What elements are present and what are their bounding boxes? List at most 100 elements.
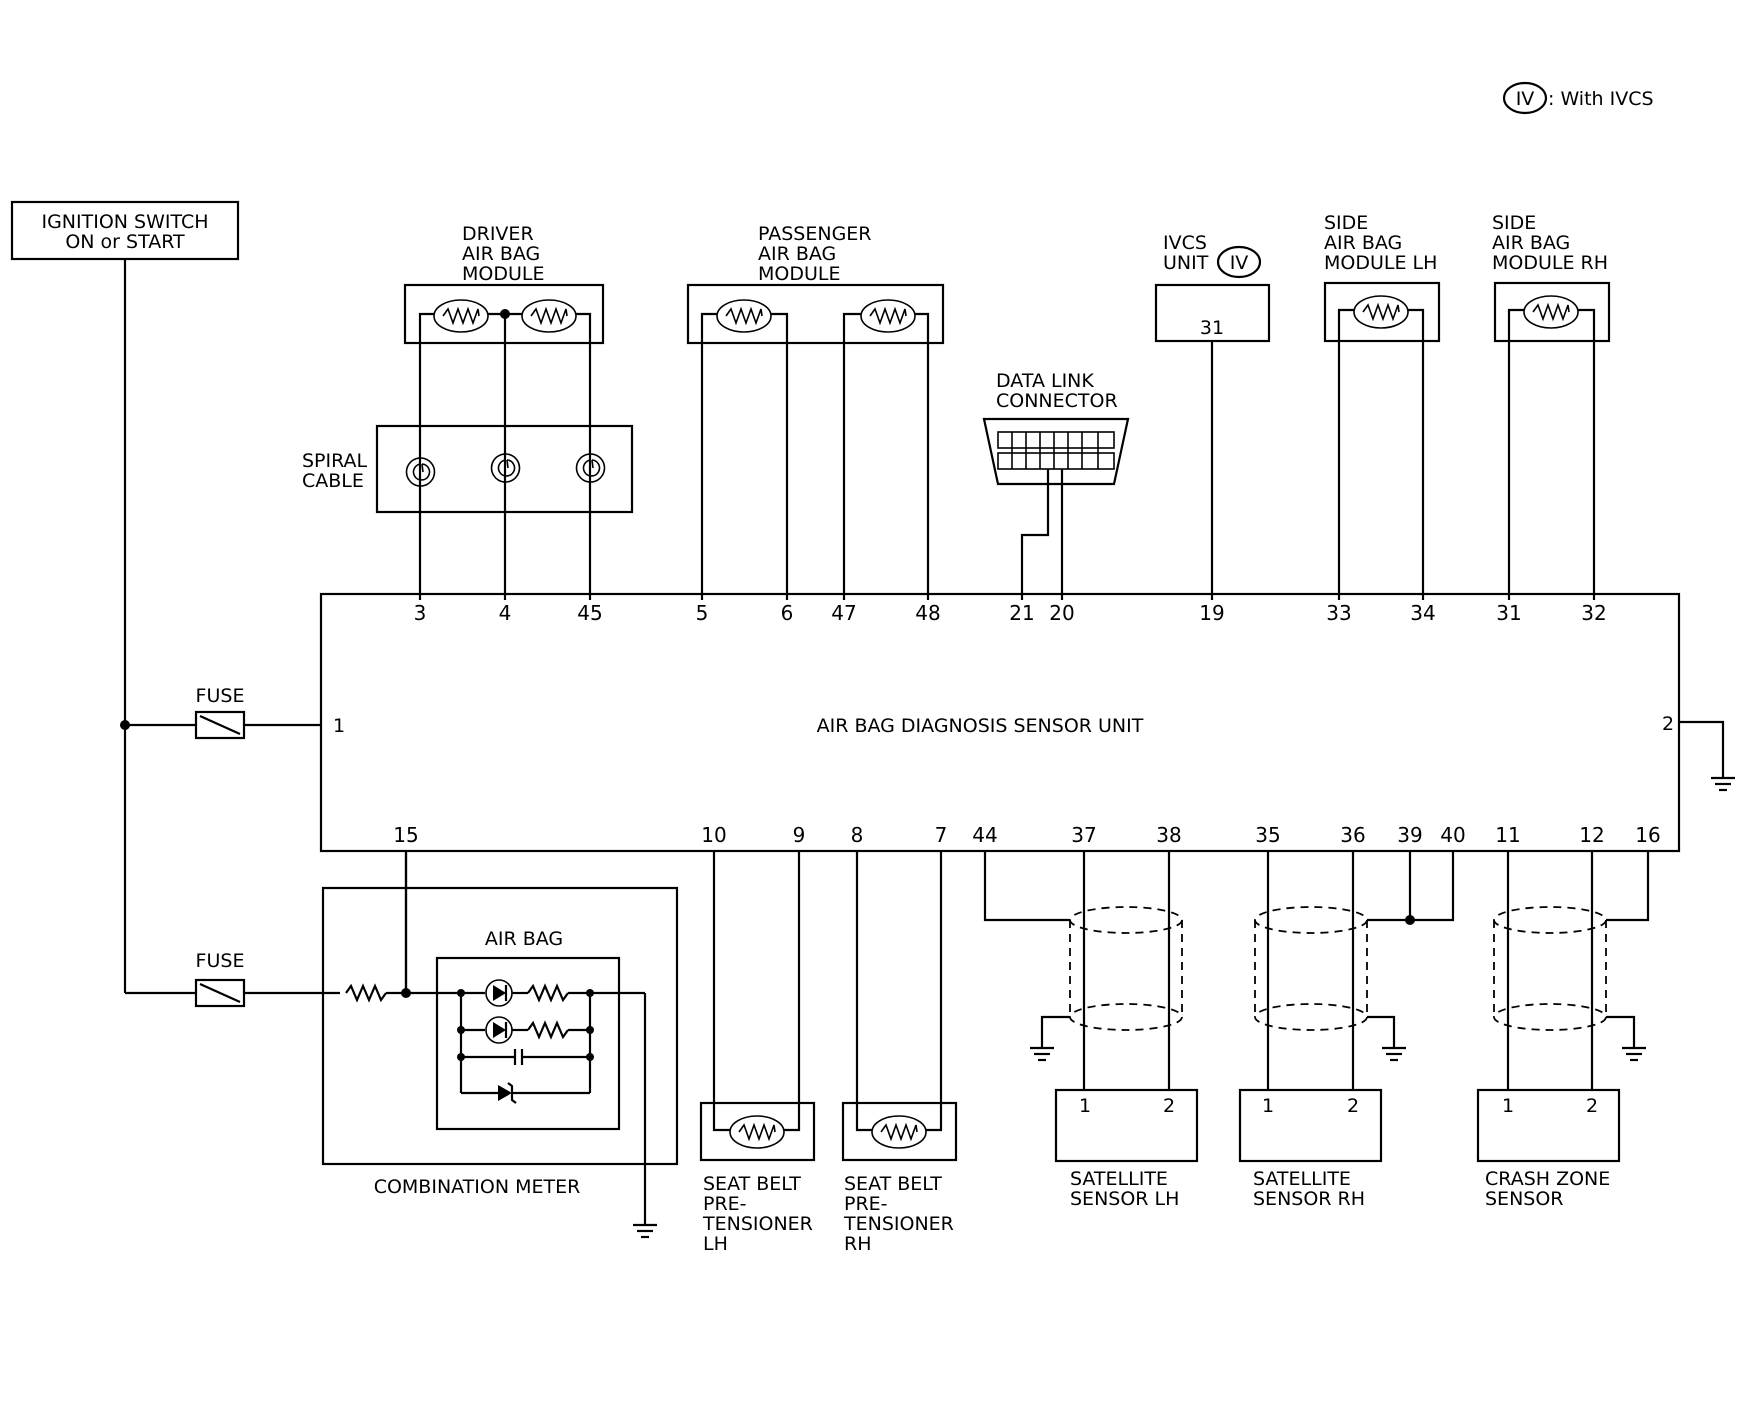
crash-zone-pin1: 1	[1502, 1095, 1514, 1117]
main-unit-left-pin: 1	[333, 715, 345, 737]
seat-belt-pretensioner-rh: SEAT BELT PRE- TENSIONER RH	[841, 851, 958, 1255]
legend: IV : With IVCS	[1502, 81, 1654, 115]
top-pin-label: 3	[414, 601, 427, 625]
crash-zone-line2: SENSOR	[1485, 1188, 1564, 1210]
ivcs-symbol-icon	[1216, 245, 1262, 279]
top-pin-label: 31	[1496, 601, 1521, 625]
bottom-pin-label: 10	[701, 823, 726, 847]
main-unit-title: AIR BAG DIAGNOSIS SENSOR UNIT	[817, 715, 1144, 737]
top-pin-label: 6	[781, 601, 794, 625]
driver-module-line3: MODULE	[462, 263, 544, 285]
spiral-cable: SPIRAL CABLE	[302, 424, 634, 514]
satellite-lh-pin2: 2	[1163, 1095, 1175, 1117]
bottom-pin-label: 8	[851, 823, 864, 847]
seat-belt-rh-line3: TENSIONER	[843, 1213, 954, 1235]
bottom-pin-label: 7	[935, 823, 948, 847]
bottom-pin-label: 35	[1255, 823, 1280, 847]
bottom-pin-label: 12	[1579, 823, 1604, 847]
spiral-cable-line2: CABLE	[302, 470, 364, 492]
ignition-switch: IGNITION SWITCH ON or START	[10, 200, 240, 261]
side-lh-line3: MODULE LH	[1324, 252, 1437, 274]
side-lh-line1: SIDE	[1324, 212, 1368, 234]
crash-zone-line1: CRASH ZONE	[1485, 1168, 1610, 1190]
side-rh-line3: MODULE RH	[1492, 252, 1608, 274]
top-pin-label: 45	[577, 601, 602, 625]
crash-zone-sensor: 1 2 CRASH ZONE SENSOR	[1476, 851, 1650, 1210]
side-air-bag-module-rh: SIDE AIR BAG MODULE RH	[1492, 212, 1611, 600]
ivcs-unit-line1: IVCS	[1163, 232, 1207, 254]
ground-icon	[1620, 1046, 1648, 1062]
driver-air-bag-module: DRIVER AIR BAG MODULE	[403, 223, 605, 600]
seat-belt-lh-line4: LH	[703, 1233, 728, 1255]
satellite-rh-pin2: 2	[1347, 1095, 1359, 1117]
top-pin-label: 4	[499, 601, 512, 625]
crash-zone-pin2: 2	[1586, 1095, 1598, 1117]
combination-meter-label: COMBINATION METER	[374, 1176, 581, 1198]
data-link-connector: DATA LINK CONNECTOR	[982, 370, 1130, 600]
fuse-bottom-label: FUSE	[196, 950, 245, 972]
top-pin-label: 21	[1009, 601, 1034, 625]
legend-text: : With IVCS	[1548, 88, 1654, 110]
fuse-top-label: FUSE	[196, 685, 245, 707]
top-pin-label: 47	[831, 601, 856, 625]
ivcs-unit-pin: 31	[1200, 317, 1224, 339]
satellite-rh-pin1: 1	[1262, 1095, 1274, 1117]
bottom-pin-label: 15	[393, 823, 418, 847]
seat-belt-lh-line2: PRE-	[703, 1193, 747, 1215]
passenger-module-line3: MODULE	[758, 263, 840, 285]
top-pin-label: 5	[696, 601, 709, 625]
passenger-module-line2: AIR BAG	[758, 243, 836, 265]
top-pin-label: 48	[915, 601, 940, 625]
driver-module-line1: DRIVER	[462, 223, 534, 245]
legend-symbol: IV	[1516, 88, 1535, 110]
data-link-line2: CONNECTOR	[996, 390, 1118, 412]
side-lh-line2: AIR BAG	[1324, 232, 1402, 254]
top-pin-label: 33	[1326, 601, 1351, 625]
bottom-pin-label: 39	[1397, 823, 1422, 847]
bottom-pin-label: 9	[793, 823, 806, 847]
ivcs-unit-symbol: IV	[1230, 252, 1249, 274]
bottom-pin-label: 36	[1340, 823, 1365, 847]
top-pin-label: 34	[1410, 601, 1435, 625]
ignition-switch-line2: ON or START	[65, 231, 185, 253]
ground-icon	[1028, 1046, 1056, 1062]
air-bag-warning-label: AIR BAG	[485, 928, 563, 950]
bottom-pin-label: 11	[1495, 823, 1520, 847]
top-pin-label: 32	[1581, 601, 1606, 625]
ivcs-legend-symbol-icon	[1502, 81, 1548, 115]
side-air-bag-module-lh: SIDE AIR BAG MODULE LH	[1323, 212, 1441, 600]
bottom-pin-label: 40	[1440, 823, 1465, 847]
seat-belt-rh-line4: RH	[844, 1233, 872, 1255]
side-rh-line1: SIDE	[1492, 212, 1536, 234]
satellite-rh-line1: SATELLITE	[1253, 1168, 1351, 1190]
satellite-rh-line2: SENSOR RH	[1253, 1188, 1365, 1210]
satellite-lh-line1: SATELLITE	[1070, 1168, 1168, 1190]
seat-belt-rh-line1: SEAT BELT	[844, 1173, 942, 1195]
bottom-pin-label: 16	[1635, 823, 1660, 847]
resistor-icon	[344, 984, 388, 1002]
ground-icon	[1380, 1046, 1408, 1062]
top-pin-label: 20	[1049, 601, 1074, 625]
seat-belt-rh-line2: PRE-	[844, 1193, 888, 1215]
top-pin-label: 19	[1199, 601, 1224, 625]
main-unit-right-pin: 2	[1662, 713, 1674, 735]
satellite-sensor-lh: 1 2 SATELLITE SENSOR LH	[983, 851, 1199, 1210]
passenger-air-bag-module: PASSENGER AIR BAG MODULE	[686, 223, 945, 600]
seat-belt-pretensioner-lh: SEAT BELT PRE- TENSIONER LH	[699, 851, 816, 1255]
seat-belt-lh-line3: TENSIONER	[702, 1213, 813, 1235]
satellite-lh-pin1: 1	[1079, 1095, 1091, 1117]
bottom-pin-label: 38	[1156, 823, 1181, 847]
seat-belt-lh-line1: SEAT BELT	[703, 1173, 801, 1195]
bottom-pin-label: 44	[972, 823, 997, 847]
spiral-cable-line1: SPIRAL	[302, 450, 368, 472]
passenger-module-line1: PASSENGER	[758, 223, 872, 245]
side-rh-line2: AIR BAG	[1492, 232, 1570, 254]
satellite-sensor-rh: 1 2 SATELLITE SENSOR RH	[1238, 851, 1455, 1210]
ivcs-unit-line2: UNIT	[1163, 252, 1209, 274]
bottom-pin-label: 37	[1071, 823, 1096, 847]
combination-meter: COMBINATION METER AIR BAG	[321, 851, 679, 1239]
data-link-line1: DATA LINK	[996, 370, 1094, 392]
